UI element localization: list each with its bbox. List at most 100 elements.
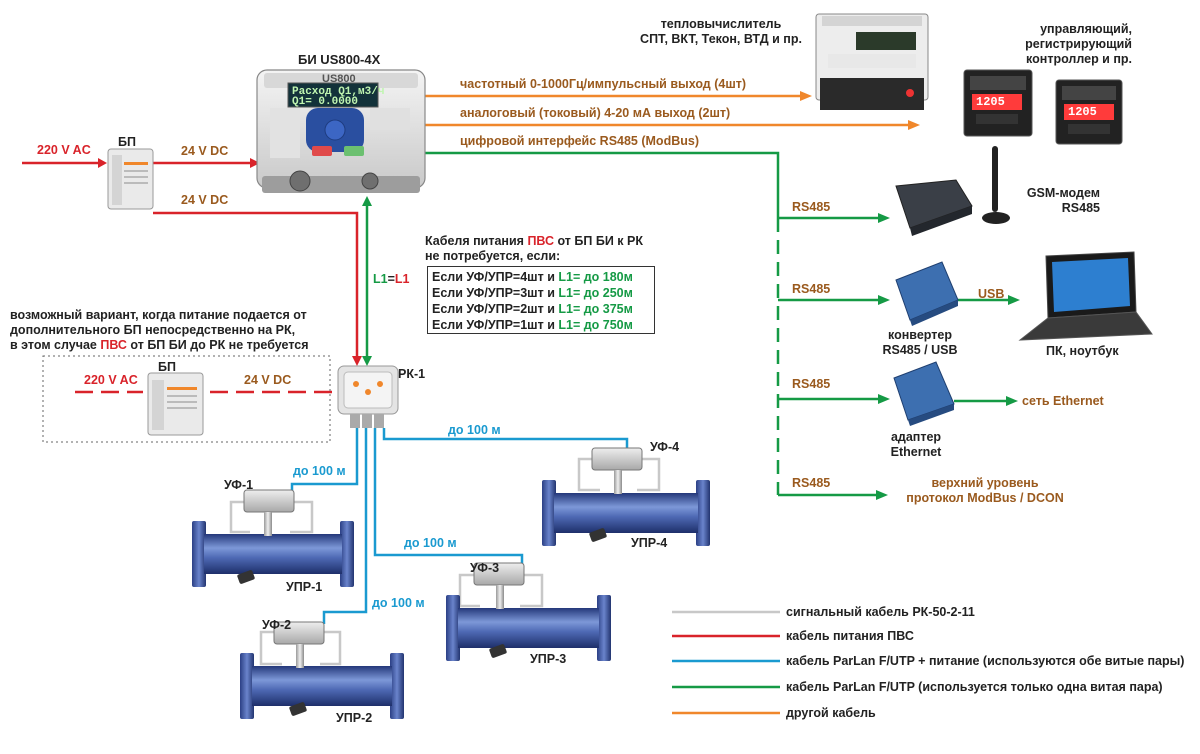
rs485-cables: [362, 151, 1020, 500]
output-freq-label: частотный 0-1000Гц/импульсный выход (4шт…: [460, 77, 747, 91]
power-dc-to-bi-label: 24 V DC: [181, 144, 229, 158]
heat-calc-label: тепловычислитель СПТ, ВКТ, Текон, ВТД и …: [632, 17, 810, 47]
output-cables: [424, 91, 920, 130]
rs485-label-2: RS485: [792, 282, 831, 296]
legend-signal-cable: сигнальный кабель РК-50-2-11: [786, 605, 975, 619]
condition-value: L1= до 180м: [558, 270, 633, 284]
controller-label-3: контроллер и пр.: [1026, 52, 1132, 66]
controller-label-1: управляющий,: [1040, 22, 1132, 36]
signal-cables: [229, 457, 661, 666]
pc-label: ПК, ноутбук: [1046, 344, 1119, 358]
cable-conditions-box: Если УФ/УПР=4шт и L1= до 180м Если УФ/УП…: [427, 266, 655, 334]
condition-prefix: Если УФ/УПР=3шт и: [432, 286, 559, 300]
pipe-upr-3: [446, 562, 611, 661]
adapter-label-1: адаптер: [890, 430, 942, 444]
laptop-device: [1018, 251, 1153, 341]
legend-other-cable: другой кабель: [786, 706, 876, 720]
upper-level-label: верхний уровень протокол ModBus / DCON: [896, 476, 1074, 506]
cable-note-line1-pvs: ПВС: [527, 234, 554, 248]
optional-note-line3-pvs: ПВС: [100, 338, 127, 352]
rs485-label-3: RS485: [792, 377, 831, 391]
bp-optional-device: [147, 372, 204, 436]
distance-label-uf1: до 100 м: [293, 464, 346, 478]
gsm-label-1: GSM-модем: [1026, 186, 1100, 200]
condition-row: Если УФ/УПР=1шт и L1= до 750м: [432, 317, 650, 333]
controller-label: управляющий, регистрирующий контроллер и…: [1020, 22, 1132, 67]
sensor-cables: [290, 428, 629, 624]
heat-calc-label-1: тепловычислитель: [660, 17, 782, 31]
cable-note: Кабеля питания ПВС от БП БИ к РК не потр…: [425, 234, 643, 264]
pipe-upr-1: [192, 489, 354, 587]
cable-note-line1-b: от БП БИ к РК: [554, 234, 643, 248]
sensor-label-uf1: УФ-1: [224, 478, 254, 492]
controller-label-2: регистрирующий: [1025, 37, 1132, 51]
ethernet-adapter-device: [893, 361, 955, 426]
legend-lines: [672, 610, 780, 715]
cable-note-line2: не потребуется, если:: [425, 249, 561, 263]
condition-prefix: Если УФ/УПР=1шт и: [432, 318, 559, 332]
pipe-upr-2: [240, 621, 404, 719]
bp-optional-label: БП: [158, 360, 176, 374]
bp-main-label: БП: [118, 135, 136, 149]
legend-power-cable: кабель питания ПВС: [786, 629, 914, 643]
controller-2-display: 1205: [1068, 105, 1097, 119]
l1-eq: =: [387, 272, 395, 286]
optional-note-line2: дополнительного БП непосредственно на РК…: [10, 323, 296, 337]
optional-variant-frame: [42, 355, 331, 443]
distance-label-uf4: до 100 м: [448, 423, 501, 437]
adapter-label-2: Ethernet: [890, 445, 942, 459]
pipe-label-upr1: УПР-1: [286, 580, 323, 594]
condition-prefix: Если УФ/УПР=2шт и: [432, 302, 559, 316]
converter-device: [895, 261, 959, 326]
bi-us800-device: [256, 69, 426, 193]
l1-label: L1=L1: [373, 272, 410, 287]
gsm-label-2: RS485: [1061, 201, 1100, 215]
condition-value: L1= до 250м: [558, 286, 633, 300]
legend-parlan-power-cable: кабель ParLan F/UTP + питание (использую…: [786, 654, 1185, 668]
l1-right: L1: [394, 272, 410, 286]
bi-title: БИ US800-4X: [298, 52, 381, 67]
converter-label: конвертер RS485 / USB: [868, 328, 972, 358]
cable-note-line1-a: Кабеля питания: [425, 234, 528, 248]
optional-note-line3-a: в этом случае: [10, 338, 101, 352]
adapter-label: адаптер Ethernet: [876, 430, 956, 460]
output-digital-label: цифровой интерфейс RS485 (ModBus): [460, 134, 699, 148]
heat-calc-label-2: СПТ, ВКТ, Текон, ВТД и пр.: [640, 32, 802, 46]
optional-note: возможный вариант, когда питание подаетс…: [10, 308, 309, 353]
converter-label-1: конвертер: [888, 328, 952, 342]
pipe-label-upr3: УПР-3: [530, 652, 567, 666]
sensor-label-uf3: УФ-3: [470, 561, 500, 575]
gsm-modem-device: [895, 146, 1010, 236]
pipe-upr-4: [542, 447, 710, 546]
converter-label-2: RS485 / USB: [882, 343, 958, 357]
power-dc-to-rk-label: 24 V DC: [181, 193, 229, 207]
bi-lcd-line-2: Q1= 0.0000: [292, 96, 359, 108]
optional-note-line1: возможный вариант, когда питание подаетс…: [10, 308, 307, 322]
rk-1-junction-box: [337, 365, 399, 428]
power-cables: [22, 158, 362, 394]
legend-parlan-cable: кабель ParLan F/UTP (используется только…: [786, 680, 1163, 694]
controller-device-2: [1055, 79, 1123, 145]
distance-label-uf3: до 100 м: [404, 536, 457, 550]
condition-row: Если УФ/УПР=3шт и L1= до 250м: [432, 285, 650, 301]
output-analog-label: аналоговый (токовый) 4-20 мА выход (2шт): [460, 106, 731, 120]
optional-ac-label: 220 V AC: [84, 373, 138, 387]
bp-main-device: [107, 148, 154, 210]
condition-value: L1= до 750м: [558, 318, 633, 332]
distance-label-uf2: до 100 м: [372, 596, 425, 610]
sensor-label-uf2: УФ-2: [262, 618, 292, 632]
usb-label: USB: [978, 287, 1005, 301]
pipe-label-upr2: УПР-2: [336, 711, 373, 725]
controller-1-display: 1205: [976, 95, 1005, 109]
rk-label: РК-1: [398, 367, 426, 381]
ethernet-net-label: сеть Ethernet: [1022, 394, 1104, 408]
bi-brand: US800: [322, 73, 356, 85]
rs485-label-4: RS485: [792, 476, 831, 490]
optional-note-line3-b: от БП БИ до РК не требуется: [126, 338, 309, 352]
upper-level-label-1: верхний уровень: [931, 476, 1039, 490]
power-ac-label: 220 V AC: [37, 143, 91, 157]
condition-row: Если УФ/УПР=2шт и L1= до 375м: [432, 301, 650, 317]
upper-level-label-2: протокол ModBus / DCON: [906, 491, 1064, 505]
rs485-label-1: RS485: [792, 200, 831, 214]
